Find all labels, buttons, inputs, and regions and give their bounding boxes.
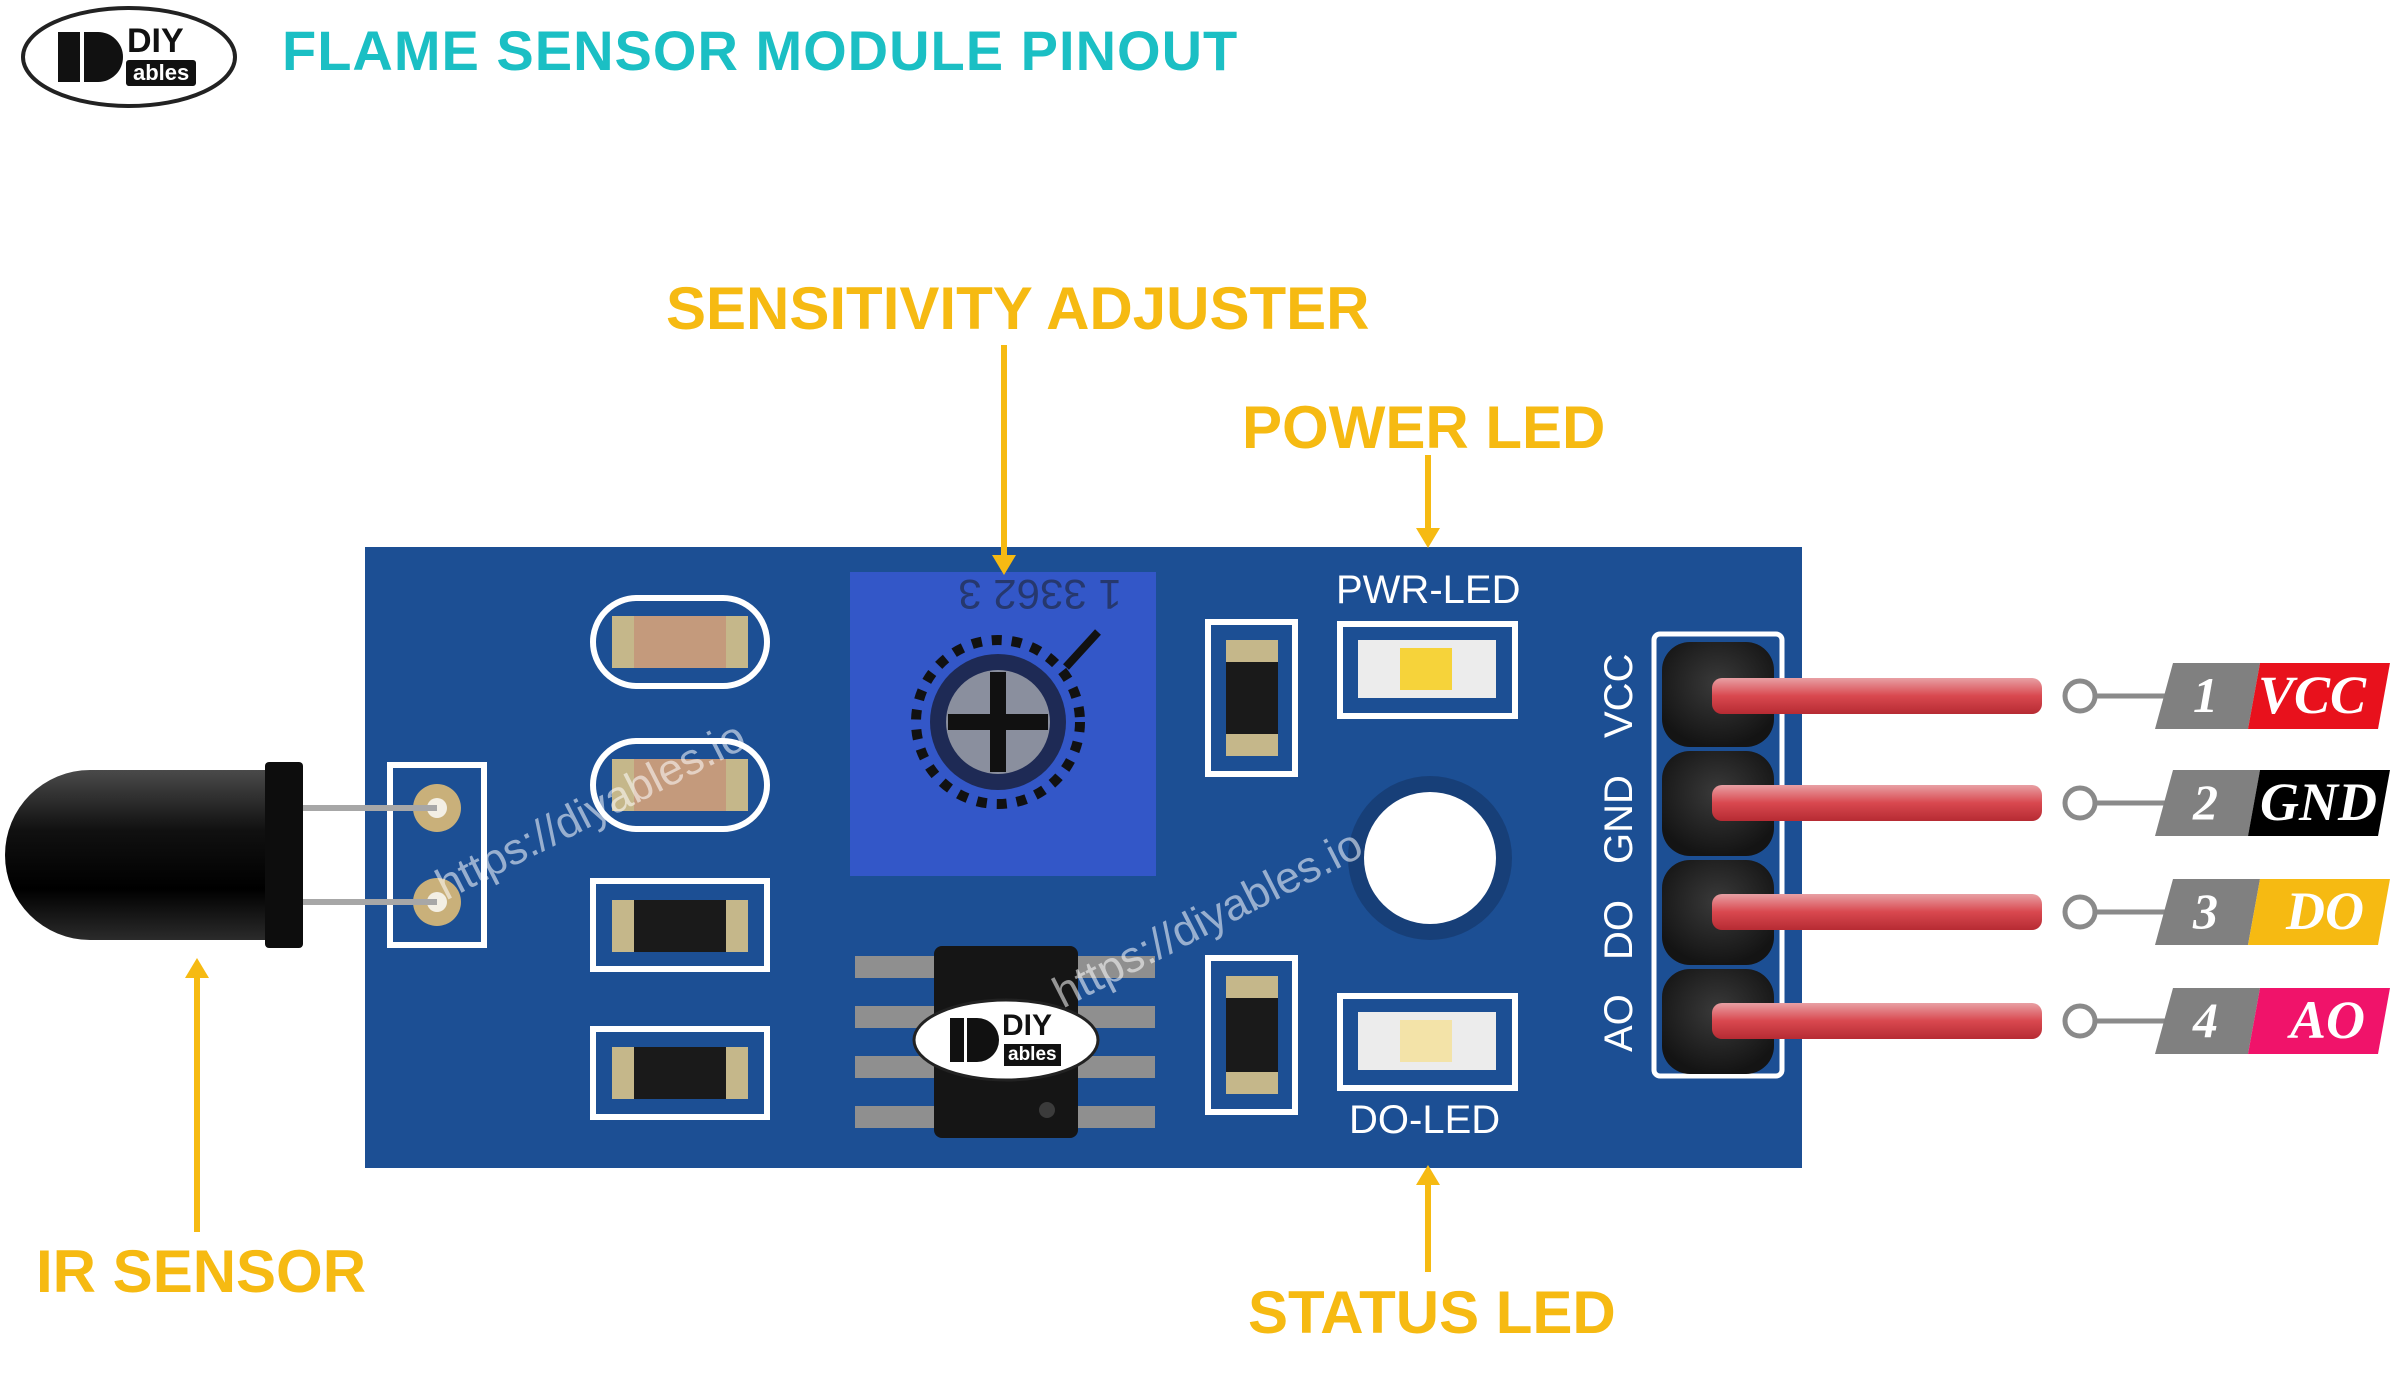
pin-3-number: 3 xyxy=(2193,883,2218,939)
status-led xyxy=(1337,993,1518,1091)
pin-4-name: AO xyxy=(2290,990,2366,1050)
do-led-label: DO-LED xyxy=(1349,1098,1501,1142)
chip-logo-bottom: ables xyxy=(1004,1044,1061,1066)
callout-ir-sensor: IR SENSOR xyxy=(36,1238,367,1305)
header-label-do: DO xyxy=(1597,900,1641,960)
chip-logo-top: DIY xyxy=(1002,1009,1053,1042)
smd-resistor-bottom xyxy=(1205,955,1298,1115)
logo-text-bottom: ables xyxy=(133,60,190,85)
capacitor-2 xyxy=(590,738,770,832)
callout-status-led: STATUS LED xyxy=(1248,1279,1616,1346)
pot-marking: 1 3362 3 xyxy=(958,571,1122,618)
comparator-ic xyxy=(855,946,1155,1138)
pin-2-name: GND xyxy=(2260,772,2377,832)
callout-power-led: POWER LED xyxy=(1242,394,1606,461)
logo-text-top: DIY xyxy=(127,22,184,60)
page-title: FLAME SENSOR MODULE PINOUT xyxy=(282,19,1239,82)
callout-sensitivity-adjuster: SENSITIVITY ADJUSTER xyxy=(666,275,1370,342)
pwr-led-label: PWR-LED xyxy=(1336,568,1521,612)
pin-legs xyxy=(1712,678,2042,1039)
ir-sensor xyxy=(5,762,437,948)
resistor-1 xyxy=(590,878,770,972)
pin-1-number: 1 xyxy=(2193,667,2218,723)
capacitor-1 xyxy=(590,595,770,689)
header-label-gnd: GND xyxy=(1597,775,1641,864)
pin-4-number: 4 xyxy=(2193,992,2218,1048)
callout-arrows xyxy=(185,345,1440,1272)
resistor-2 xyxy=(590,1026,770,1120)
header-label-ao: AO xyxy=(1597,994,1641,1052)
pin-1-name: VCC xyxy=(2258,665,2367,725)
smd-resistor-top xyxy=(1205,619,1298,777)
pin-tags xyxy=(2155,663,2390,1054)
pin-2-number: 2 xyxy=(2193,774,2218,830)
pin-connectors xyxy=(2062,678,2170,1039)
header-label-vcc: VCC xyxy=(1597,653,1641,738)
potentiometer xyxy=(850,572,1156,876)
power-led xyxy=(1337,621,1518,719)
brand-logo xyxy=(21,6,237,108)
pin-3-name: DO xyxy=(2286,881,2364,941)
